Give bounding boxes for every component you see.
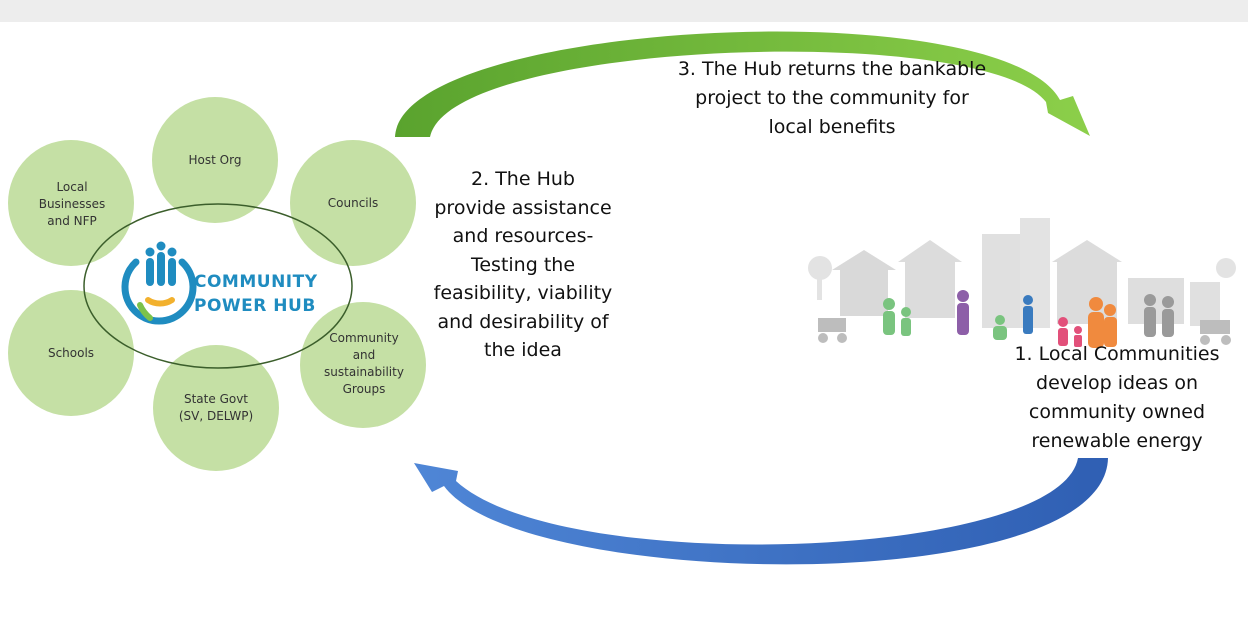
circle-schools <box>8 290 134 416</box>
logo-wordmark: COMMUNITY POWER HUB <box>194 270 318 318</box>
arrow-community-to-hub <box>414 458 1108 565</box>
top-bar <box>0 0 1248 22</box>
circle-state-govt <box>153 345 279 471</box>
logo-line-1: COMMUNITY <box>194 272 318 292</box>
step-1-text: 1. Local Communities develop ideas on co… <box>1014 343 1220 452</box>
stakeholder-label-schools: Schools <box>47 345 95 360</box>
stakeholder-label-state-govt: State Govt (SV, DELWP) <box>178 392 254 423</box>
step-3-text: 3. The Hub returns the bankable project … <box>677 58 987 138</box>
stakeholder-label-councils: Councils <box>327 195 379 210</box>
circle-community-groups <box>300 302 426 428</box>
circle-host-org <box>152 97 278 223</box>
circle-local-businesses <box>8 140 134 266</box>
stakeholder-label-community-groups: Community and sustainability Groups <box>324 331 404 396</box>
hub-ellipse <box>83 203 353 369</box>
community-power-hub-logo-icon <box>121 241 197 325</box>
logo-line-2: POWER HUB <box>194 296 316 316</box>
arrow-hub-to-community <box>395 31 1090 137</box>
community-illustration <box>808 218 1236 348</box>
stakeholder-circles <box>8 97 426 471</box>
step-2-text: 2. The Hub provide assistance and resour… <box>433 168 613 361</box>
stakeholder-label-local-businesses: Local Businesses and NFP <box>38 179 106 228</box>
stakeholder-label-host-org: Host Org <box>188 152 242 167</box>
